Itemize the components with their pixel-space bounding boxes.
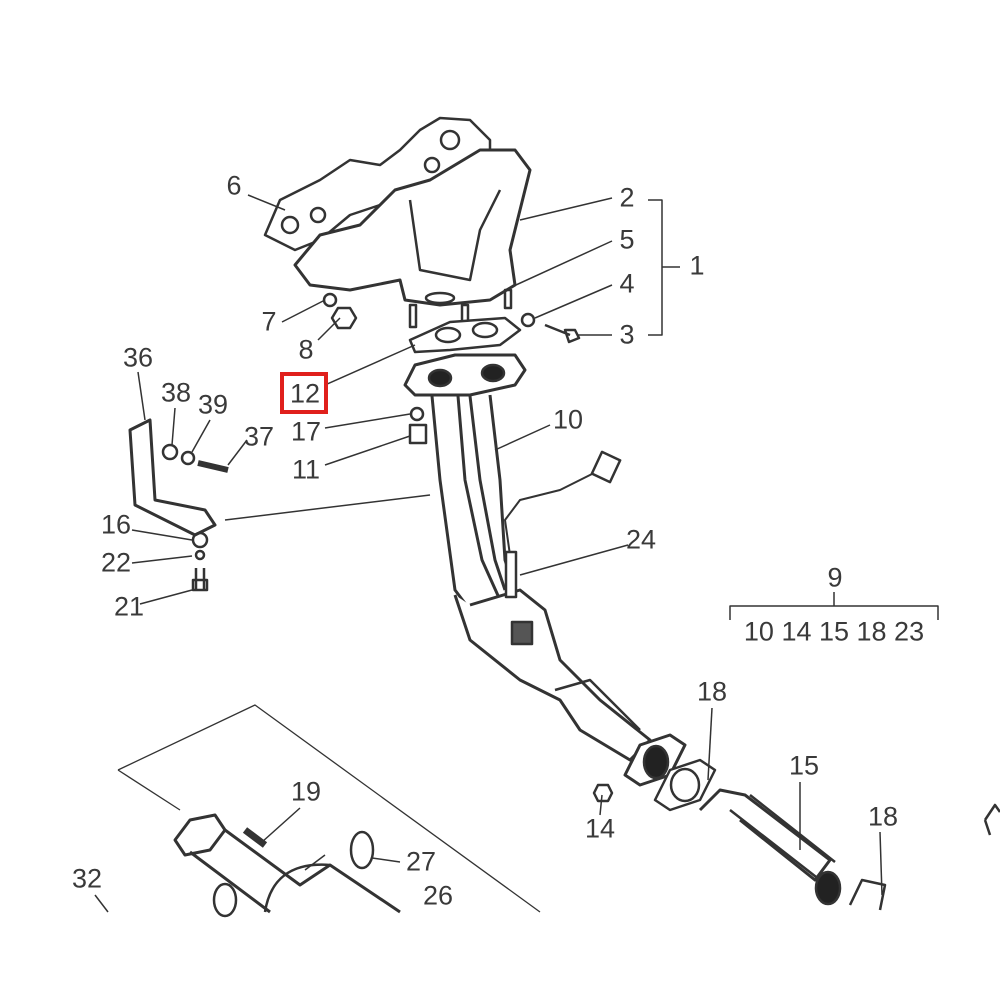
- callout-32[interactable]: 32: [71, 863, 103, 894]
- highlight-box: [280, 372, 328, 414]
- callout-18-second[interactable]: 18: [867, 801, 899, 832]
- bolt-3: [544, 323, 581, 344]
- lambda-sensor-wire: [504, 469, 601, 556]
- callout-18[interactable]: 18: [696, 676, 728, 707]
- callout-17[interactable]: 17: [290, 416, 322, 447]
- callout-26[interactable]: 26: [422, 880, 454, 911]
- callout-36[interactable]: 36: [122, 342, 154, 373]
- callout-5[interactable]: 5: [619, 224, 635, 255]
- callout-39[interactable]: 39: [197, 389, 229, 420]
- callout-12-highlighted[interactable]: 12: [289, 378, 321, 409]
- callout-6[interactable]: 6: [226, 170, 242, 201]
- callout-21[interactable]: 21: [113, 591, 145, 622]
- exhaust-manifold: [293, 148, 532, 307]
- callout-15[interactable]: 15: [788, 750, 820, 781]
- callout-10[interactable]: 10: [552, 404, 584, 435]
- callout-4[interactable]: 4: [619, 268, 635, 299]
- heat-shield: [263, 116, 492, 252]
- callout-9-kit-contents: 10 14 15 18 23: [743, 616, 925, 647]
- callout-19[interactable]: 19: [290, 776, 322, 807]
- callout-2[interactable]: 2: [619, 182, 635, 213]
- callout-38[interactable]: 38: [160, 377, 192, 408]
- rear-section-bracket: [117, 704, 541, 913]
- gasket: [408, 316, 522, 354]
- callout-27[interactable]: 27: [405, 846, 437, 877]
- callout-8[interactable]: 8: [298, 334, 314, 365]
- callout-16[interactable]: 16: [100, 509, 132, 540]
- callout-11[interactable]: 11: [291, 454, 321, 485]
- callout-7[interactable]: 7: [261, 306, 277, 337]
- callout-37[interactable]: 37: [243, 421, 275, 452]
- callout-14[interactable]: 14: [584, 813, 616, 844]
- callout-22[interactable]: 22: [100, 547, 132, 578]
- callout-24[interactable]: 24: [625, 524, 657, 555]
- downpipe: [430, 394, 517, 612]
- callout-3[interactable]: 3: [619, 319, 635, 350]
- callout-1[interactable]: 1: [689, 250, 705, 281]
- bracket: [128, 418, 217, 537]
- downpipe-flange: [403, 353, 527, 397]
- callout-9[interactable]: 9: [827, 562, 843, 593]
- washer-4: [520, 312, 536, 328]
- washer-7: [322, 292, 338, 308]
- nut-8: [330, 306, 358, 330]
